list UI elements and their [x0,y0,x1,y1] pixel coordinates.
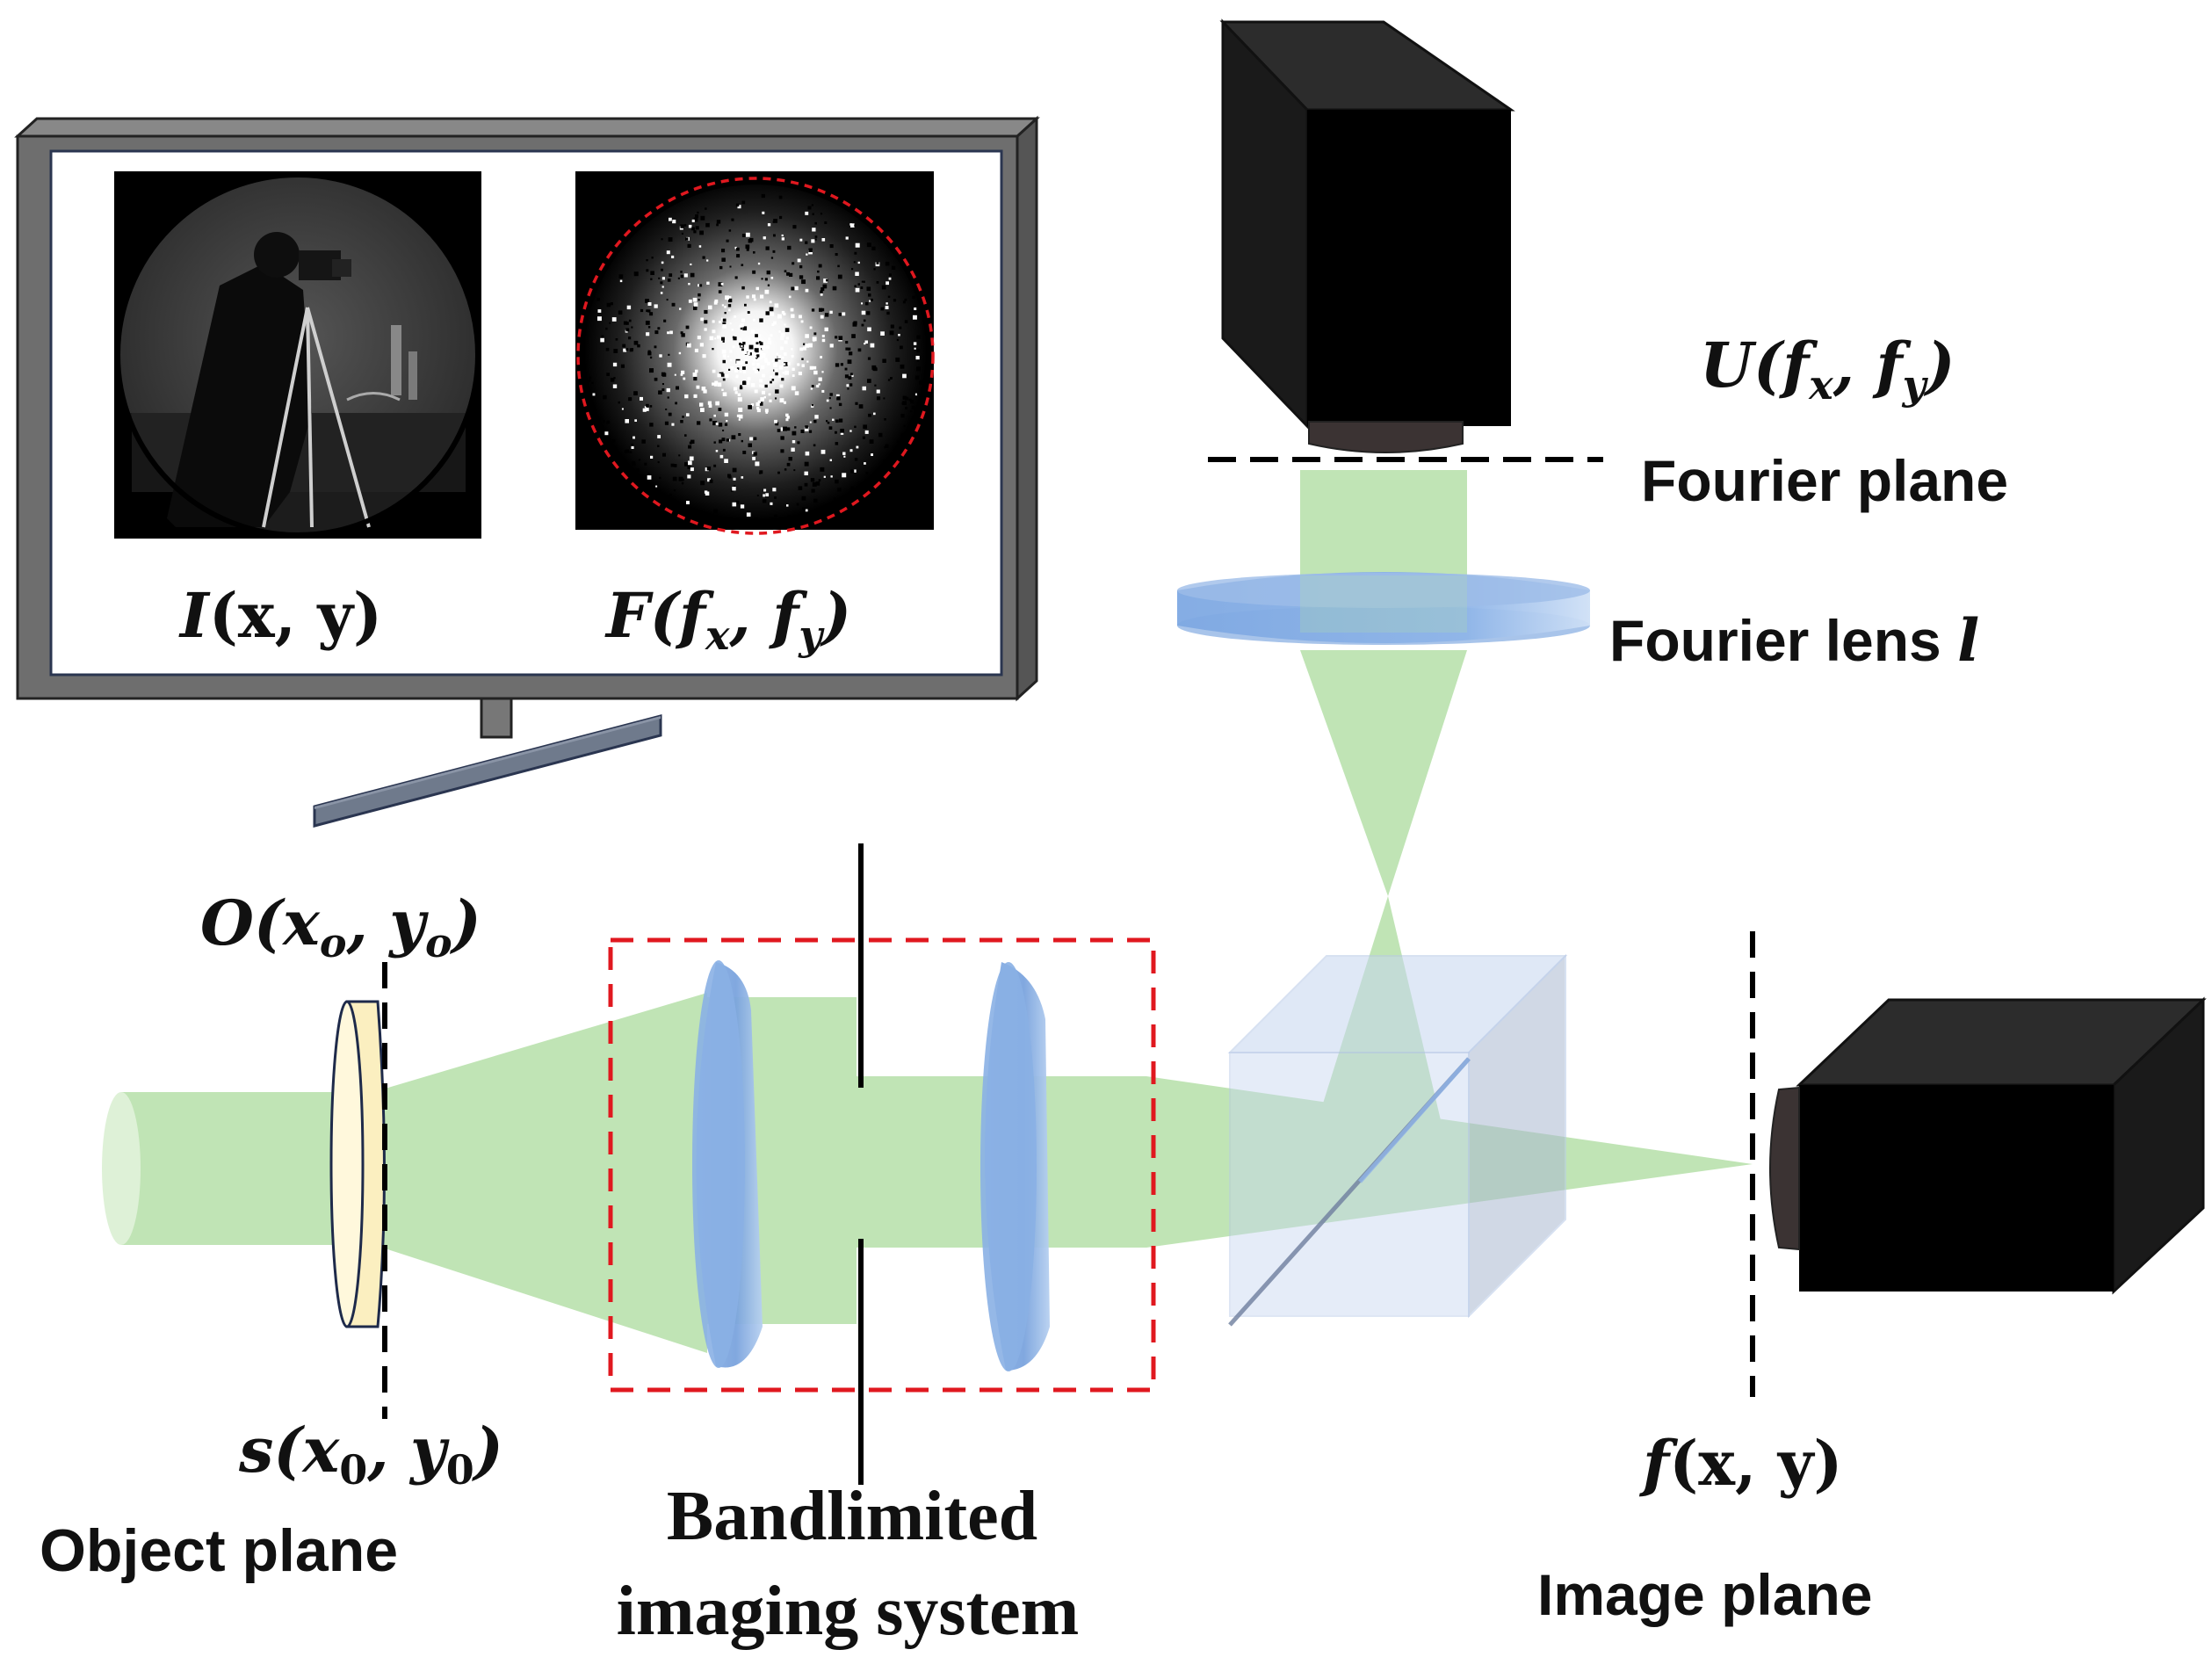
cameraman-image [114,171,481,539]
object-field-label: O(xo, yo) [200,886,481,966]
converging-beam [1146,1076,1753,1248]
image-camera-lens [1769,1086,1800,1251]
monitor-frame-top [14,117,1040,138]
image-field-label: f(x, y) [1638,1427,1843,1500]
input-beam-end [102,1092,141,1245]
monitor-stand [480,697,513,739]
monitor-base-top [314,716,661,809]
image-camera [1750,931,2207,1397]
scattered-beam [382,993,707,1353]
input-beam [121,1092,341,1245]
beam-splitter [1227,953,1568,1327]
object-sample [329,962,387,1419]
imaging-system-label-line2: imaging system [617,1573,1080,1650]
image-camera-body [1799,1085,2114,1292]
image-label: I(x, y) [178,579,382,652]
light-beams [102,470,1753,1353]
source-field-label: s(x0, y0) [238,1414,503,1494]
monitor: I(x, y) F(fx, fy) [14,115,1040,828]
spectrum-speckle [588,193,923,522]
object-plane-label: Object plane [40,1517,398,1584]
fourier-branch: U(fx, fy) Fourier plane Fourier lens l [1177,18,2008,675]
fourier-camera-lens [1308,421,1464,453]
beam-splitter-front [1229,1052,1470,1317]
fourier-beam [1300,470,1467,582]
image-plane-label: Image plane [1537,1562,1872,1627]
imaging-system-label-line1: Bandlimited [667,1478,1037,1555]
spectrum-label: F(fx, fy) [604,579,851,659]
fourier-cone [1300,650,1467,896]
fourier-camera-body [1307,110,1511,426]
beam-splitter-side [1468,953,1566,1319]
spectrum-image [575,171,935,535]
fourier-lens-label: Fourier lens l [1609,606,1979,675]
bandlimited-imaging-system [608,843,1156,1485]
imaging-system-box [608,937,1156,1393]
fourier-field-label: U(fx, fy) [1700,329,1955,409]
spectrum-pupil-circle [576,177,935,535]
monitor-frame-side [1016,115,1038,702]
monitor-base [313,714,662,828]
fourier-plane-label: Fourier plane [1641,448,2008,513]
